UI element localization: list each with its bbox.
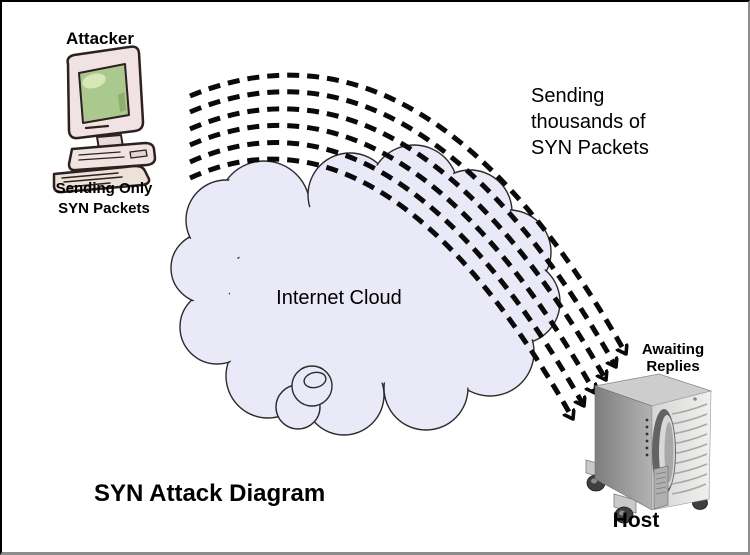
server-side-face [594,385,653,511]
connector-panel [653,465,669,510]
unit-vent-lines [78,151,125,161]
syn-arrow [188,140,584,406]
keyboard-keys [61,172,123,188]
syn-arrow [189,72,626,354]
cloud-bubbles [275,365,333,430]
attacker-caption: Sending Only SYN Packets [55,180,153,217]
internet-cloud-shape [170,144,561,436]
host-label: Host [612,509,660,532]
floppy-slot [129,149,148,159]
cloud-interior-fill [173,147,558,433]
awaiting-replies-label: Awaiting Replies [641,341,705,375]
syn-packet-arrows [188,72,626,419]
attacker-label: Attacker [65,29,135,48]
syn-flood-annotation: Sending thousands of SYN Packets [531,85,649,159]
syn-arrow [189,89,616,367]
tower-server-icon [585,373,713,524]
screen-highlight [82,73,106,89]
power-button [693,397,697,401]
diagram-title: SYN Attack Diagram [94,480,326,507]
screen-shade [118,92,126,112]
syn-arrow [188,123,595,393]
monitor-buttons [84,124,110,130]
system-unit [67,141,157,172]
syn-arrow [189,106,606,380]
internet-cloud-label: Internet Cloud [276,287,402,309]
desktop-computer-icon [52,45,157,194]
led-indicators [645,418,649,457]
